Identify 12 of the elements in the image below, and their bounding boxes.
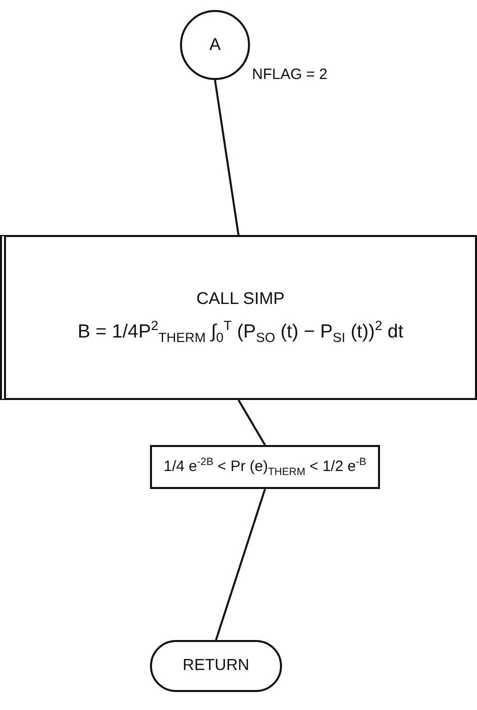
node-label: RETURN bbox=[182, 656, 250, 676]
subroutine-box bbox=[0, 235, 477, 400]
node-label: 1/4 e$^{-2B}$ < Pr (e)$_{THERM}$ < 1/2 e$^{-B}$ bbox=[164, 454, 366, 480]
process-box bbox=[150, 445, 380, 489]
node-annotation: NFLAG = 2 bbox=[252, 66, 328, 83]
node-label: CALL SIMP bbox=[196, 288, 285, 310]
formula-text: B = 1/4P$^{2}$$_{THERM}$ ∫$_{0}$$^{T}$ (P$_{SO}$ (t) − P$_{SI}$ (t))$^{2}$ dt bbox=[78, 317, 404, 348]
terminal-box bbox=[150, 640, 282, 692]
connector-line bbox=[214, 80, 240, 236]
connector-line bbox=[215, 488, 266, 640]
node-label: A bbox=[209, 34, 221, 56]
connector-line bbox=[238, 400, 266, 446]
